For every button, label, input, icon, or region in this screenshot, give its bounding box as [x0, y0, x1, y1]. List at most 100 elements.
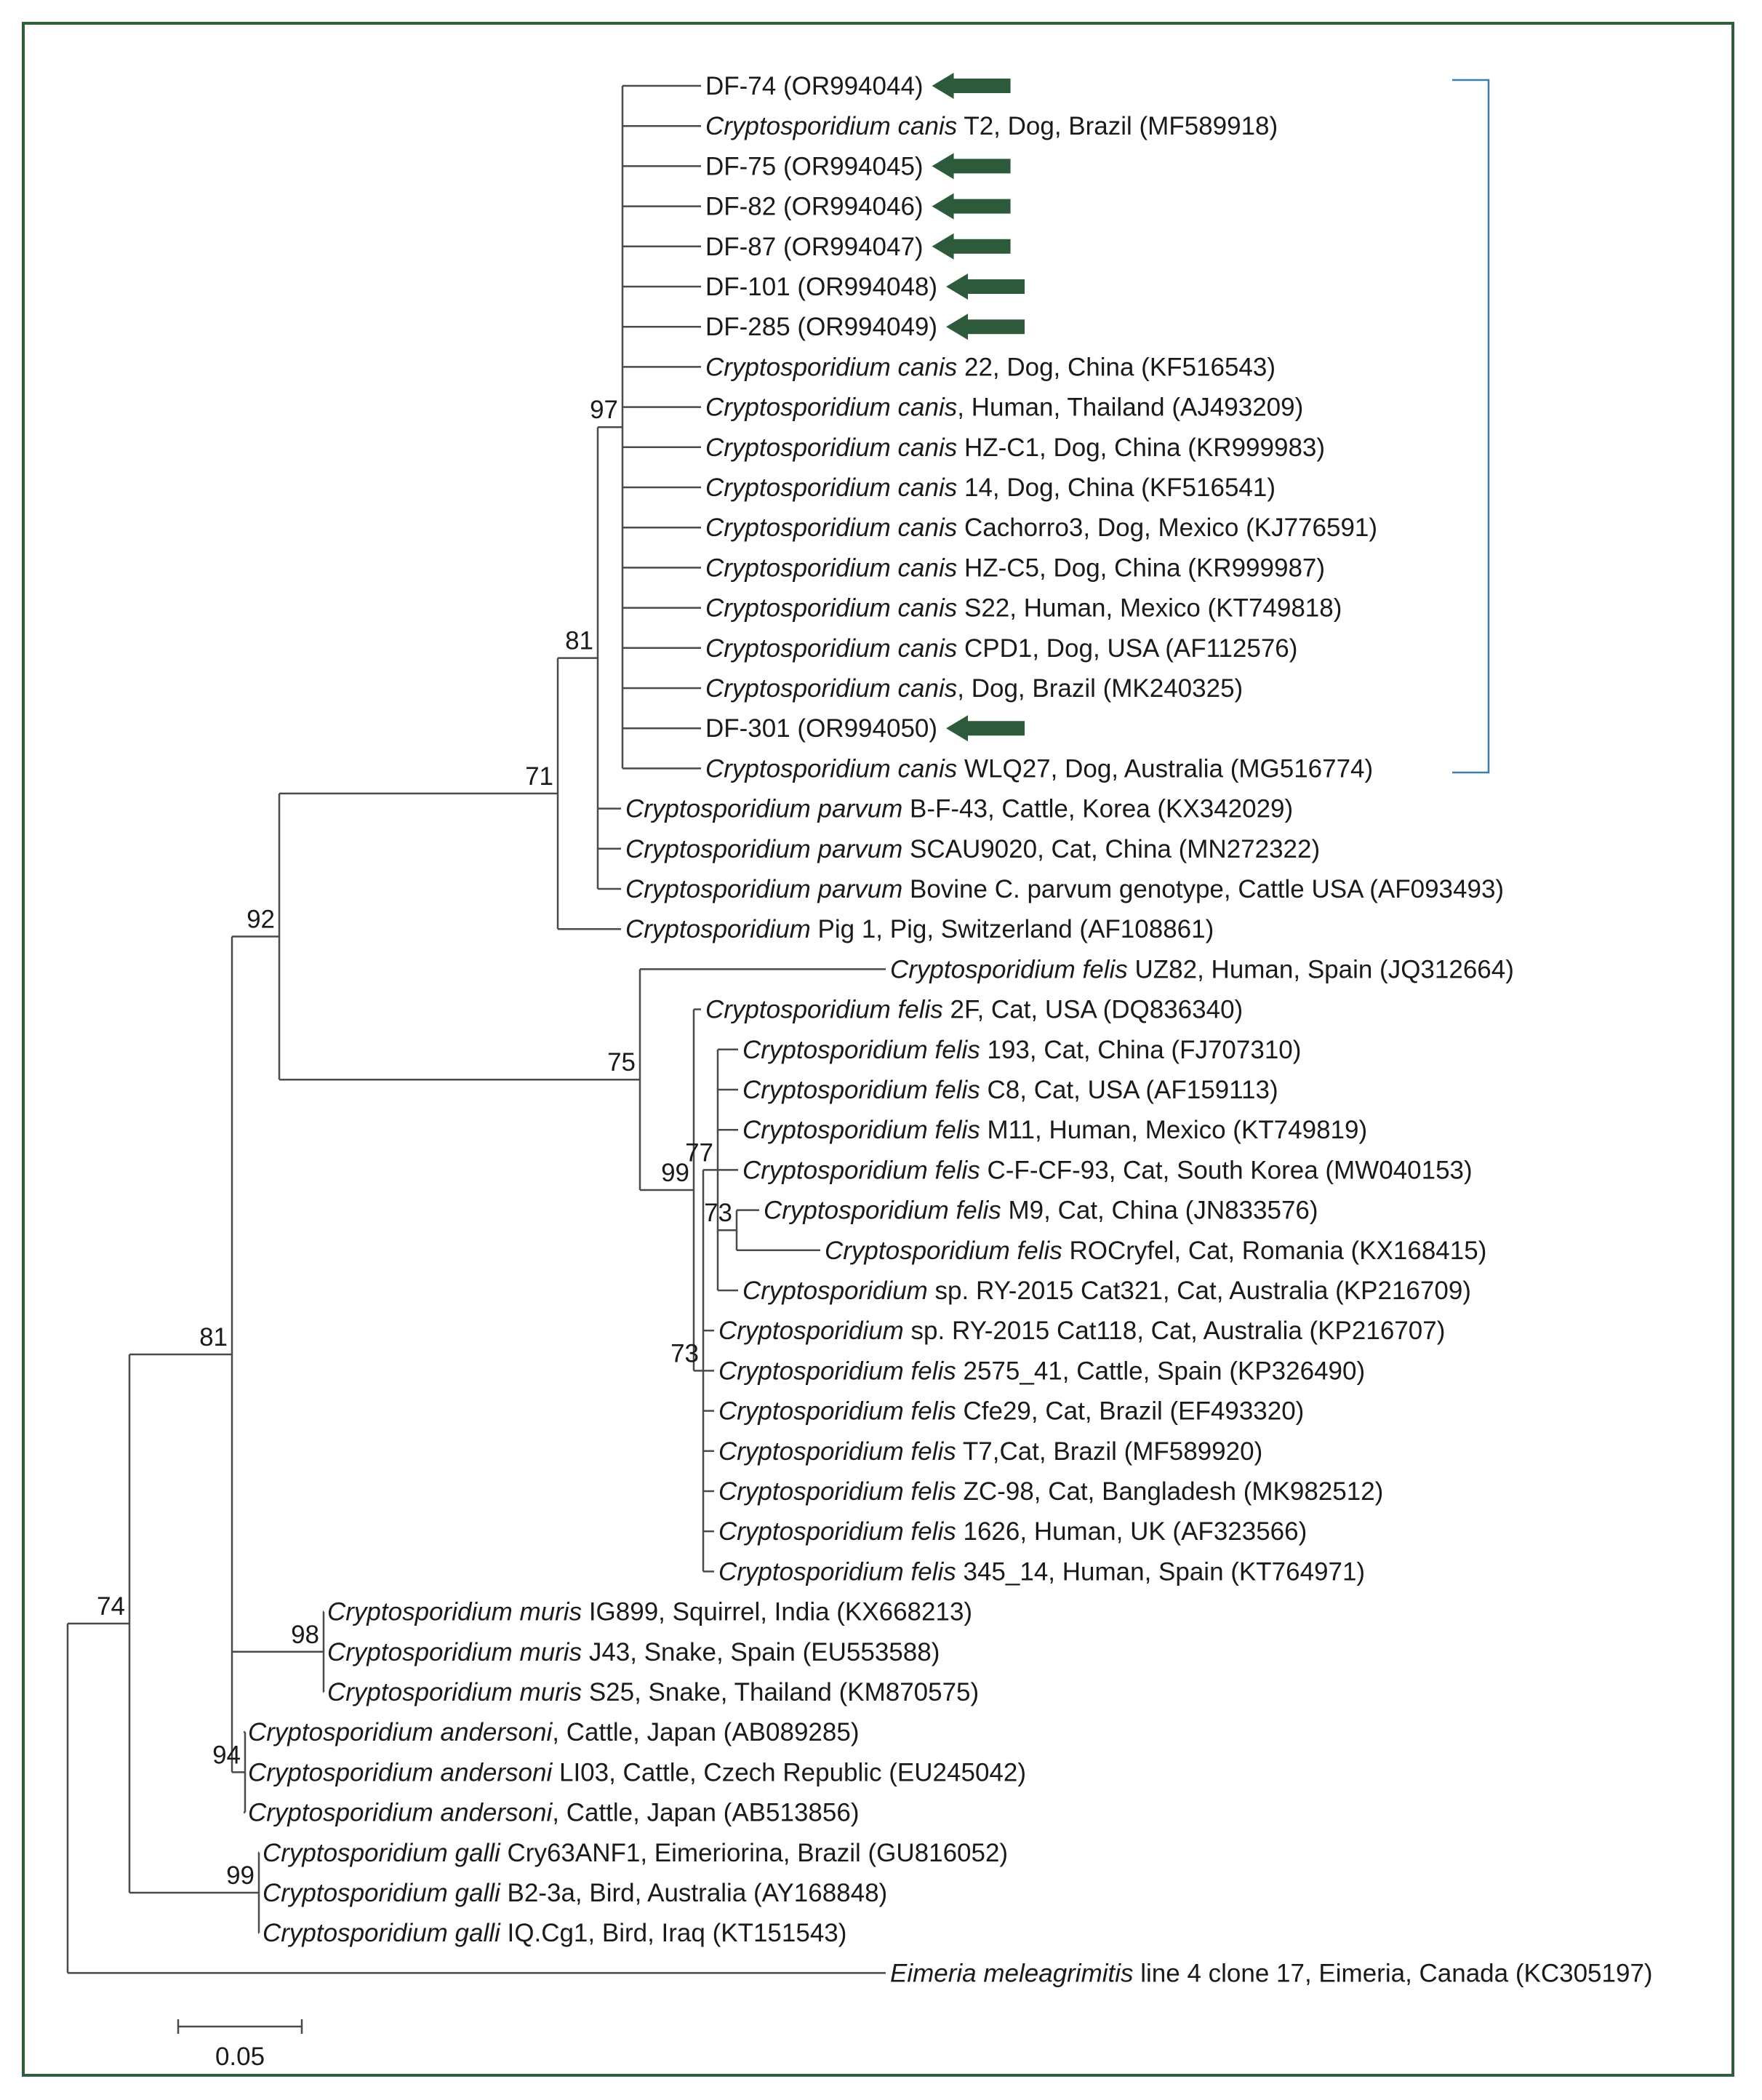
strain-info: LI03, Cattle, Czech Republic (EU245042)	[552, 1758, 1026, 1786]
species-name: Cryptosporidium canis	[705, 594, 957, 623]
species-name: Cryptosporidium felis	[718, 1437, 956, 1466]
strain-info: DF-285 (OR994049)	[705, 313, 937, 341]
species-name: Cryptosporidium canis	[705, 554, 957, 582]
strain-info: DF-75 (OR994045)	[705, 152, 924, 180]
bootstrap-value: 94	[212, 1741, 241, 1769]
strain-info: HZ-C5, Dog, China (KR999987)	[957, 554, 1325, 582]
highlight-arrow-icon	[946, 314, 1025, 340]
strain-info: 2575_41, Cattle, Spain (KP326490)	[956, 1357, 1365, 1385]
species-name: Cryptosporidium felis	[718, 1517, 956, 1546]
leaf-labels: DF-74 (OR994044) Cryptosporidium canis T2…	[248, 72, 1653, 1987]
leaf-label: Cryptosporidium felis 2F, Cat, USA (DQ83…	[705, 996, 1243, 1024]
species-name: Cryptosporidium andersoni	[248, 1718, 553, 1746]
species-name: Cryptosporidium canis	[705, 434, 957, 462]
strain-info: DF-101 (OR994048)	[705, 273, 937, 301]
strain-info: WLQ27, Dog, Australia (MG516774)	[957, 754, 1373, 783]
leaf-label: Cryptosporidium Pig 1, Pig, Switzerland …	[625, 915, 1214, 943]
leaf-label: Cryptosporidium canis 22, Dog, China (KF…	[705, 353, 1276, 381]
species-name: Cryptosporidium galli	[263, 1839, 501, 1867]
bootstrap-value: 71	[525, 762, 553, 791]
strain-info: CPD1, Dog, USA (AF112576)	[957, 634, 1297, 663]
strain-info: B-F-43, Cattle, Korea (KX342029)	[902, 795, 1293, 823]
species-name: Cryptosporidium felis	[718, 1357, 956, 1385]
species-name: Cryptosporidium canis	[705, 754, 957, 783]
leaf-label: DF-74 (OR994044)	[705, 72, 924, 100]
leaf-label: DF-75 (OR994045)	[705, 152, 924, 180]
species-name: Cryptosporidium felis	[764, 1197, 1001, 1225]
species-name: Cryptosporidium andersoni	[248, 1758, 553, 1786]
species-name: Cryptosporidium canis	[705, 674, 957, 703]
highlight-arrow-icon	[946, 715, 1025, 742]
bootstrap-value: 81	[199, 1323, 228, 1352]
strain-info: 22, Dog, China (KF516543)	[957, 353, 1276, 381]
highlight-arrow-icon	[932, 153, 1011, 180]
bootstrap-value: 98	[291, 1621, 319, 1649]
leaf-label: Cryptosporidium parvum SCAU9020, Cat, Ch…	[625, 835, 1320, 863]
leaf-label: Cryptosporidium felis ZC-98, Cat, Bangla…	[718, 1477, 1383, 1506]
strain-info: IQ.Cg1, Bird, Iraq (KT151543)	[500, 1919, 847, 1947]
leaf-label: Cryptosporidium canis 14, Dog, China (KF…	[705, 474, 1276, 502]
leaf-label: Cryptosporidium canis WLQ27, Dog, Austra…	[705, 754, 1373, 783]
leaf-label: Cryptosporidium sp. RY-2015 Cat118, Cat,…	[718, 1317, 1445, 1345]
leaf-label: Cryptosporidium canis Cachorro3, Dog, Me…	[705, 514, 1377, 542]
scale-bar: 0.05	[177, 2019, 303, 2071]
species-name: Cryptosporidium muris	[327, 1678, 582, 1706]
leaf-label: Cryptosporidium felis M11, Human, Mexico…	[742, 1116, 1367, 1144]
leaf-label: DF-285 (OR994049)	[705, 313, 937, 341]
species-name: Cryptosporidium felis	[705, 996, 943, 1024]
species-name: Cryptosporidium felis	[742, 1076, 980, 1104]
tree-branches	[66, 84, 886, 1974]
species-name: Cryptosporidium andersoni	[248, 1799, 553, 1827]
scale-bar-label: 0.05	[215, 2043, 265, 2071]
bootstrap-value: 81	[565, 627, 593, 655]
species-name: Cryptosporidium felis	[742, 1116, 980, 1144]
leaf-label: Cryptosporidium andersoni, Cattle, Japan…	[248, 1718, 859, 1746]
leaf-label: Cryptosporidium andersoni, Cattle, Japan…	[248, 1799, 859, 1827]
species-name: Cryptosporidium felis	[742, 1036, 980, 1064]
leaf-label: Cryptosporidium parvum Bovine C. parvum …	[625, 875, 1504, 903]
strain-info: IG899, Squirrel, India (KX668213)	[582, 1598, 972, 1626]
leaf-label: DF-87 (OR994047)	[705, 233, 924, 261]
strain-info: , Cattle, Japan (AB513856)	[552, 1799, 859, 1827]
leaf-label: Cryptosporidium canis S22, Human, Mexico…	[705, 594, 1342, 623]
leaf-label: Cryptosporidium muris IG899, Squirrel, I…	[327, 1598, 972, 1626]
strain-info: , Cattle, Japan (AB089285)	[552, 1718, 859, 1746]
leaf-label: Cryptosporidium galli IQ.Cg1, Bird, Iraq…	[263, 1919, 846, 1947]
leaf-label: Cryptosporidium felis 193, Cat, China (F…	[742, 1036, 1301, 1064]
strain-info: C-F-CF-93, Cat, South Korea (MW040153)	[980, 1156, 1473, 1184]
strain-info: J43, Snake, Spain (EU553588)	[582, 1638, 940, 1666]
strain-info: line 4 clone 17, Eimeria, Canada (KC3051…	[1134, 1959, 1653, 1987]
leaf-label: Cryptosporidium felis 1626, Human, UK (A…	[718, 1517, 1307, 1546]
species-name: Cryptosporidium muris	[327, 1638, 582, 1666]
species-name: Cryptosporidium canis	[705, 394, 957, 422]
species-name: Cryptosporidium felis	[890, 955, 1128, 983]
leaf-label: DF-301 (OR994050)	[705, 714, 937, 743]
canis-clade-bracket	[1452, 79, 1490, 774]
species-name: Cryptosporidium parvum	[625, 875, 902, 903]
species-name: Cryptosporidium canis	[705, 514, 957, 542]
strain-info: SCAU9020, Cat, China (MN272322)	[902, 835, 1320, 863]
strain-info: C8, Cat, USA (AF159113)	[980, 1076, 1278, 1104]
bootstrap-value: 99	[661, 1159, 689, 1187]
strain-info: HZ-C1, Dog, China (KR999983)	[957, 434, 1325, 462]
bootstrap-value: 99	[226, 1861, 255, 1890]
species-name: Cryptosporidium	[718, 1317, 904, 1345]
leaf-label: Cryptosporidium felis C-F-CF-93, Cat, So…	[742, 1156, 1473, 1184]
strain-info: Cachorro3, Dog, Mexico (KJ776591)	[957, 514, 1377, 542]
leaf-label: Cryptosporidium canis T2, Dog, Brazil (M…	[705, 112, 1278, 140]
species-name: Cryptosporidium canis	[705, 634, 957, 663]
leaf-label: Cryptosporidium muris J43, Snake, Spain …	[327, 1638, 940, 1666]
strain-info: ROCryfel, Cat, Romania (KX168415)	[1062, 1237, 1487, 1265]
strain-info: sp. RY-2015 Cat118, Cat, Australia (KP21…	[904, 1317, 1446, 1345]
strain-info: , Dog, Brazil (MK240325)	[957, 674, 1243, 703]
strain-info: UZ82, Human, Spain (JQ312664)	[1128, 955, 1514, 983]
strain-info: DF-82 (OR994046)	[705, 193, 924, 221]
leaf-label: Cryptosporidium felis ROCryfel, Cat, Rom…	[825, 1237, 1486, 1265]
strain-info: 193, Cat, China (FJ707310)	[980, 1036, 1302, 1064]
strain-info: Pig 1, Pig, Switzerland (AF108861)	[811, 915, 1214, 943]
species-name: Eimeria meleagrimitis	[890, 1959, 1134, 1987]
bootstrap-value: 77	[685, 1138, 713, 1167]
leaf-label: Cryptosporidium felis UZ82, Human, Spain…	[890, 955, 1514, 983]
species-name: Cryptosporidium	[625, 915, 811, 943]
